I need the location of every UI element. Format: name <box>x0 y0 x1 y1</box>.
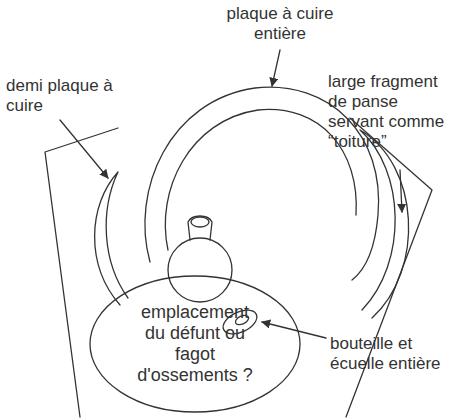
annotation-label: demi plaque à cuire <box>6 76 118 116</box>
annotation-label: plaque à cuire entière <box>205 4 355 44</box>
annotation-label: large fragment de panse servant comme “t… <box>328 72 456 152</box>
annotation-label: bouteille et écuelle entière <box>330 334 456 374</box>
leader-line <box>272 50 280 86</box>
area-label: emplacement du défunt ou fagot d'ossemen… <box>129 302 262 386</box>
oval-shape <box>90 276 300 412</box>
bottle-neck <box>188 216 212 240</box>
half-plate <box>95 172 128 305</box>
whole-plate-inner <box>165 109 356 250</box>
bottle-mouth <box>191 217 209 227</box>
leader-line <box>400 170 402 212</box>
leader-line <box>262 322 326 338</box>
leader-line <box>60 120 108 178</box>
bottle-body <box>168 238 232 302</box>
pit-outline <box>45 128 118 417</box>
sherd-roof <box>360 130 409 318</box>
oval-area: emplacement du défunt ou fagot d'ossemen… <box>88 274 302 414</box>
